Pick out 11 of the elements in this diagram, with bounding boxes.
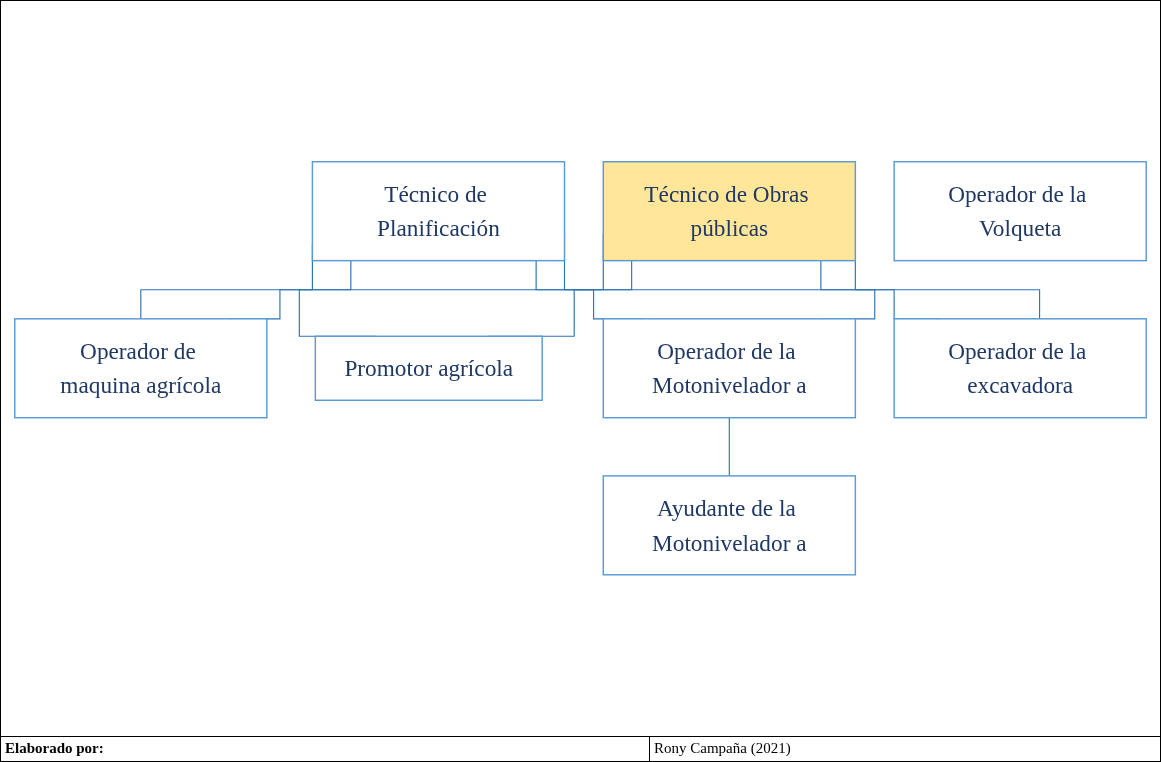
node-box: Técnico de Planificación	[311, 161, 566, 262]
node-box: Operador de la Motonivelador a	[602, 318, 857, 419]
node-box: Promotor agrícola	[314, 335, 543, 402]
connector	[728, 417, 730, 477]
node-box: Ayudante de la Motonivelador a	[602, 475, 857, 576]
table-cell-text: Elaborado por:	[1, 737, 650, 761]
node-box: Técnico de Obras públicas	[602, 161, 857, 262]
node-box: Operador de la excavadora	[893, 318, 1147, 419]
node-box: Operador de la Volqueta	[893, 161, 1147, 262]
table-cell-text: Rony Campaña (2021)	[653, 739, 792, 758]
node-box: Operador de maquina agrícola	[14, 318, 268, 419]
